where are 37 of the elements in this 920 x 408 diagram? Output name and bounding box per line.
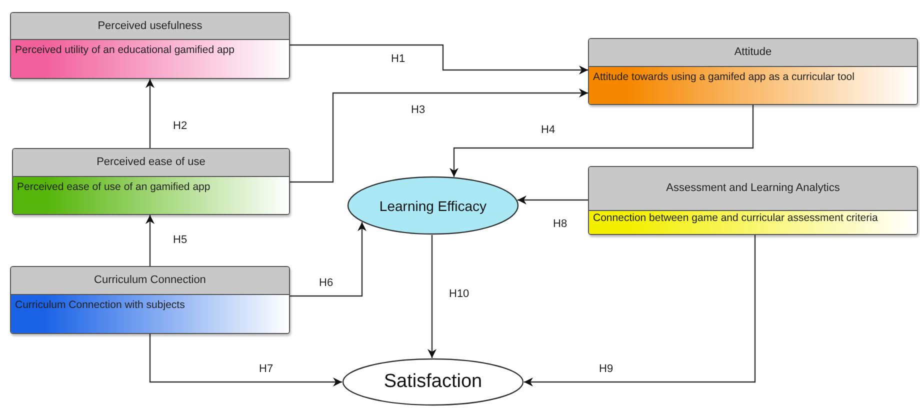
arrow: [290, 44, 588, 74]
construct-description: Perceived utility of an educational gamified app: [15, 44, 234, 56]
construct-box: [588, 38, 918, 105]
edge-label: H3: [410, 104, 426, 116]
edge-label: H2: [172, 120, 188, 132]
edge-label: H5: [172, 234, 188, 246]
construct-description: Perceived ease of use of an gamified app: [17, 181, 210, 193]
arrow: [146, 215, 154, 266]
edge-label: H9: [598, 363, 614, 375]
edge-label: H6: [318, 277, 334, 289]
edge-label: H1: [390, 53, 406, 65]
arrow: [290, 222, 366, 297]
construct-description: Connection between game and curricular assessment criteria: [593, 212, 878, 224]
arrow: [146, 79, 154, 148]
construct-title: Curriculum Connection: [11, 267, 289, 295]
arrow: [290, 88, 588, 183]
construct-box: [588, 166, 918, 235]
arrow: [518, 196, 588, 204]
construct-description: Attitude towards using a gamifed app as a curricular tool: [593, 71, 854, 83]
construct-name: Learning Efficacy: [379, 198, 487, 214]
arrow: [428, 235, 436, 358]
arrow: [450, 105, 754, 177]
arrow: [524, 235, 756, 386]
edge-label: H7: [258, 363, 274, 375]
construct-box: [10, 266, 290, 334]
construct-title: Perceived ease of use: [13, 149, 289, 177]
edge-label: H8: [552, 218, 568, 230]
construct-title: Perceived usefulness: [11, 13, 289, 40]
arrow: [149, 334, 342, 386]
construct-title: Assessment and Learning Analytics: [589, 167, 917, 211]
construct-name: Satisfaction: [384, 371, 482, 393]
edge-label: H4: [540, 124, 556, 136]
construct-box: [10, 12, 290, 79]
construct-title: Attitude: [589, 39, 917, 67]
construct-description: Curriculum Connection with subjects: [15, 299, 185, 311]
edge-label: H10: [448, 288, 470, 300]
construct-box: [12, 148, 290, 215]
